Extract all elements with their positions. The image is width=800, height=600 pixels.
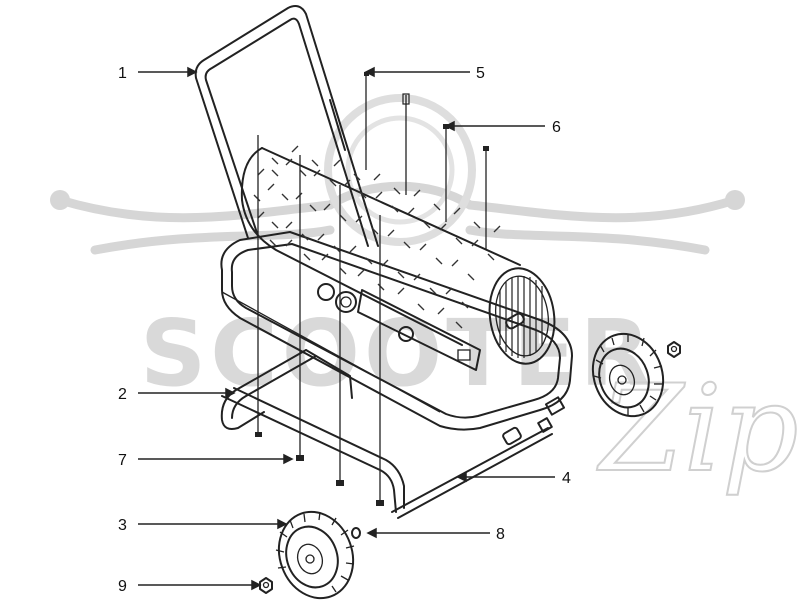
- left-wheel: [259, 510, 361, 600]
- axle: [391, 396, 566, 519]
- callout-7: 7: [118, 452, 127, 469]
- right-wheel: [591, 332, 681, 418]
- bolts: [255, 72, 489, 506]
- callout-labels: 1 2 3 4 5 6 7 8 9: [118, 65, 571, 595]
- watermark-script: Zip: [596, 360, 799, 499]
- callout-5: 5: [476, 65, 485, 82]
- diamond-plate-pattern: [253, 145, 501, 329]
- callout-6: 6: [552, 119, 561, 136]
- heater-body: [240, 145, 556, 371]
- callout-4: 4: [562, 470, 571, 487]
- callout-8: 8: [496, 526, 505, 543]
- callout-1: 1: [118, 65, 127, 82]
- callout-3: 3: [118, 517, 127, 534]
- callout-9: 9: [118, 578, 127, 595]
- leader-lines: [138, 66, 555, 591]
- watermark-text: SCOOTER: [140, 300, 655, 407]
- callout-2: 2: [118, 386, 127, 403]
- fan-grille: [499, 276, 543, 358]
- watermark: SCOOTER Zip: [50, 94, 800, 500]
